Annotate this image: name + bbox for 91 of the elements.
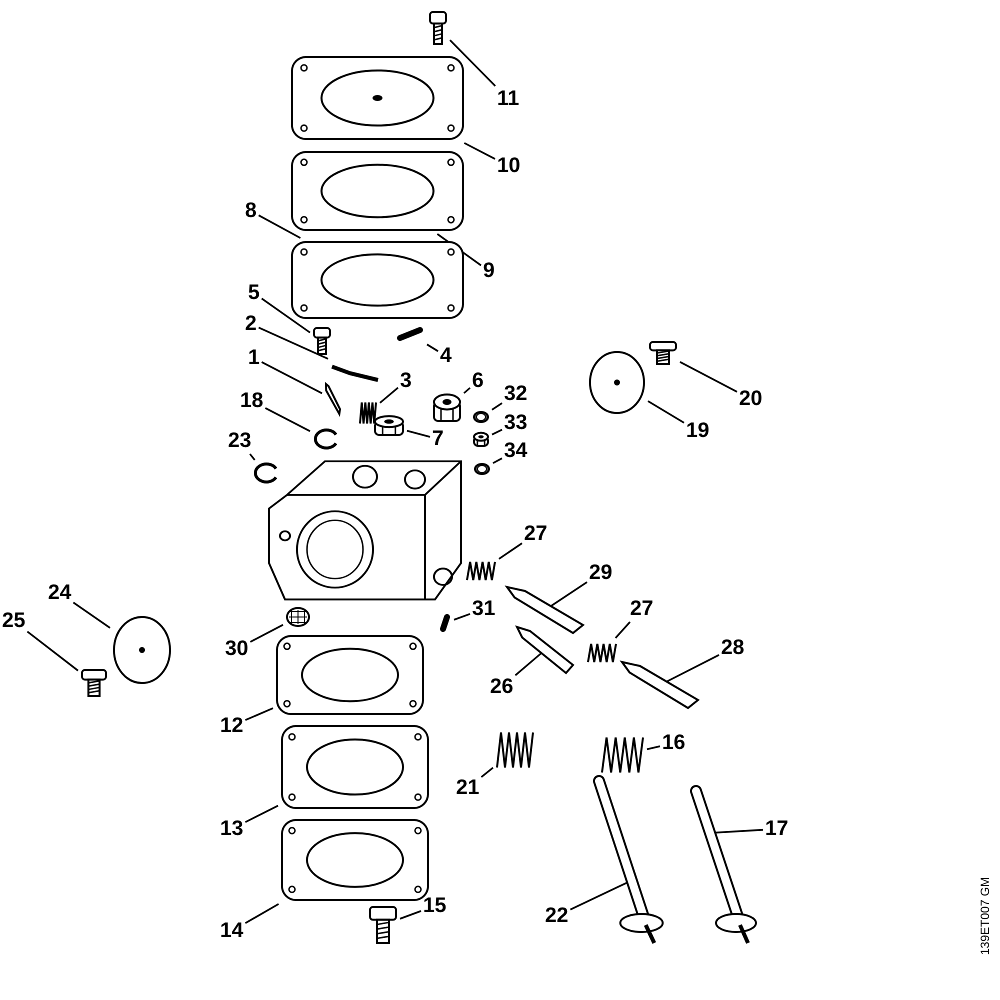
leader-line <box>454 613 470 621</box>
leader-line <box>249 453 256 461</box>
leader-line <box>244 804 278 823</box>
plate-drawing <box>112 615 172 685</box>
leader-line <box>258 326 328 360</box>
pin-drawing <box>395 325 425 343</box>
callout-number: 4 <box>440 345 452 367</box>
callout-number: 27 <box>630 598 654 620</box>
callout-number: 18 <box>240 390 264 412</box>
callout-number: 10 <box>497 155 520 177</box>
callout-number: 23 <box>228 430 252 452</box>
callout-number: 33 <box>504 412 528 434</box>
callout-number: 5 <box>248 282 260 304</box>
callout-number: 14 <box>220 920 244 942</box>
callout-number: 29 <box>589 562 612 584</box>
callout-number: 21 <box>456 777 480 799</box>
needle-drawing <box>324 382 342 416</box>
callout-number: 25 <box>2 610 26 632</box>
leader-line <box>250 624 284 643</box>
plate-drawing <box>588 350 646 415</box>
callout-number: 12 <box>220 715 244 737</box>
leader-line <box>498 542 522 560</box>
screw-drawing <box>312 326 332 356</box>
screw-drawing <box>368 905 398 945</box>
leader-line <box>264 407 310 432</box>
screw-drawing <box>648 340 678 366</box>
leader-line <box>261 361 322 394</box>
ring-drawing <box>473 462 491 476</box>
needle-drawing <box>505 585 585 635</box>
callout-number: 16 <box>662 732 686 754</box>
callout-number: 11 <box>497 88 520 110</box>
callout-number: 9 <box>483 260 495 282</box>
leader-line <box>258 214 301 239</box>
callout-number: 30 <box>225 638 248 660</box>
cap-drawing <box>472 432 490 448</box>
gasket-drawing <box>280 724 430 810</box>
leader-line <box>492 458 502 464</box>
leader-line <box>680 361 738 393</box>
clip-drawing <box>252 462 278 484</box>
leader-line <box>449 40 496 87</box>
callout-number: 2 <box>245 313 257 335</box>
cap-drawing <box>432 393 462 423</box>
pin-drawing <box>438 612 452 634</box>
leader-line <box>245 707 274 721</box>
leader-line <box>426 344 438 352</box>
leader-line <box>400 910 422 920</box>
leader-line <box>614 621 631 639</box>
callout-number: 31 <box>472 598 496 620</box>
leader-line <box>646 745 660 750</box>
callout-number: 3 <box>400 370 412 392</box>
screw-drawing <box>428 10 448 46</box>
callout-number: 6 <box>472 370 484 392</box>
gasket-drawing <box>290 150 465 232</box>
ring-drawing <box>472 410 490 424</box>
needle-drawing <box>515 625 575 675</box>
leader-line <box>492 428 502 436</box>
callout-number: 34 <box>504 440 528 462</box>
gasket-drawing <box>275 634 425 716</box>
callout-number: 1 <box>248 347 260 369</box>
leader-line <box>261 298 311 334</box>
drawing-code: 139ET007 GM <box>978 876 992 955</box>
leader-line <box>464 142 496 160</box>
screen-drawing <box>285 606 311 628</box>
cover-drawing <box>290 55 465 141</box>
leader-line <box>379 386 399 404</box>
callout-number: 13 <box>220 818 244 840</box>
cap-drawing <box>373 415 405 437</box>
leader-line <box>480 766 494 778</box>
leader-line <box>492 402 502 410</box>
leader-line <box>72 602 111 629</box>
callout-number: 22 <box>545 905 568 927</box>
callout-number: 8 <box>245 200 257 222</box>
callout-number: 24 <box>48 582 72 604</box>
callout-number: 20 <box>739 388 762 410</box>
leader-line <box>244 903 280 924</box>
callout-number: 17 <box>765 818 788 840</box>
callout-number: 32 <box>504 383 528 405</box>
callout-number: 27 <box>524 523 548 545</box>
screw-drawing <box>80 668 108 698</box>
leader-line <box>463 387 471 394</box>
leader-line <box>26 630 79 672</box>
clip-drawing <box>312 428 338 450</box>
gasket-drawing <box>290 240 465 320</box>
needle-drawing <box>620 660 700 710</box>
callout-number: 26 <box>490 676 514 698</box>
callout-number: 19 <box>686 420 710 442</box>
callout-number: 15 <box>423 895 446 917</box>
callout-number: 7 <box>432 428 444 450</box>
leader-line <box>648 400 684 424</box>
callout-number: 28 <box>721 637 744 659</box>
leader-line <box>406 430 430 438</box>
